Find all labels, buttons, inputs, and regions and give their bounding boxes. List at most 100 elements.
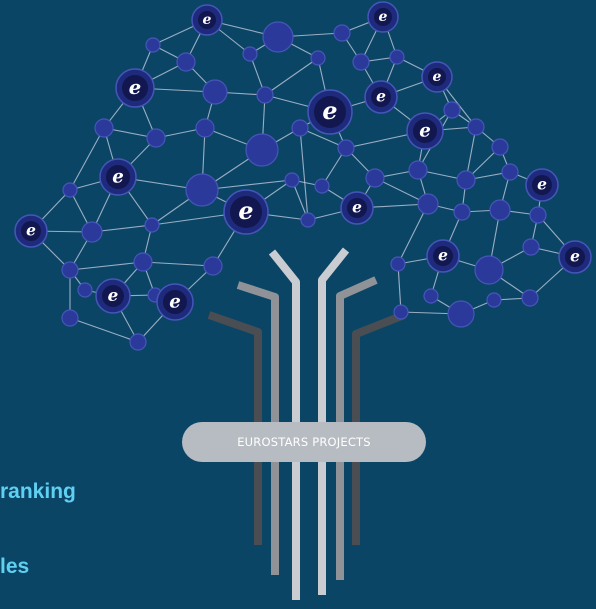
network-node: [284, 172, 300, 188]
network-node: [133, 252, 153, 272]
network-node: [185, 173, 219, 207]
network-node: [365, 168, 385, 188]
network-node: [256, 86, 274, 104]
svg-text:e: e: [169, 291, 181, 312]
eurostars-e-logo-icon: e: [95, 278, 131, 314]
network-node: [389, 49, 405, 65]
network-node: [61, 309, 79, 327]
network-node: [62, 182, 78, 198]
svg-text:e: e: [352, 199, 362, 217]
trunk-pipes: [207, 247, 406, 600]
network-edge: [299, 127, 309, 221]
trunk-pipe: [236, 281, 279, 575]
network-node: [61, 261, 79, 279]
svg-text:e: e: [322, 97, 337, 125]
network-node: [489, 199, 511, 221]
network-node: [129, 333, 147, 351]
network-node: [337, 139, 355, 157]
network-node: [195, 118, 215, 138]
projects-badge-label: EUROSTARS PROJECTS: [237, 435, 371, 449]
network-node: [522, 238, 540, 256]
network-node: [203, 256, 223, 276]
network-node: [145, 37, 161, 53]
network-node: [443, 101, 461, 119]
svg-text:e: e: [108, 285, 119, 305]
eurostars-e-logo-icon: e: [223, 189, 269, 235]
eurostars-e-logo-icon: e: [14, 214, 48, 248]
eurostars-e-logo-icon: e: [406, 112, 444, 150]
caption-ranking: ranking: [0, 480, 76, 503]
network-nodes: e e e e e e e e e e e e e e e e: [14, 1, 592, 351]
network-edge: [264, 57, 319, 96]
svg-text:e: e: [438, 247, 448, 265]
network-edge: [69, 127, 105, 191]
svg-text:e: e: [26, 222, 36, 240]
network-node: [352, 53, 370, 71]
svg-text:e: e: [112, 166, 124, 187]
network-node: [393, 304, 409, 320]
network-node: [314, 178, 330, 194]
network-node: [521, 289, 539, 307]
network-edge: [69, 261, 144, 271]
svg-text:e: e: [570, 248, 580, 266]
eurostars-e-logo-icon: e: [367, 1, 399, 33]
network-node: [408, 160, 428, 180]
trunk-pipe: [352, 311, 406, 545]
trunk-pipe: [268, 249, 300, 600]
network-edge: [69, 317, 139, 343]
eurostars-e-logo-icon: e: [558, 240, 592, 274]
network-node: [529, 206, 547, 224]
eurostars-e-logo-icon: e: [307, 89, 353, 135]
svg-text:e: e: [376, 88, 386, 106]
eurostars-e-logo-icon: e: [421, 61, 453, 93]
network-node: [467, 118, 485, 136]
eurostars-e-logo-icon: e: [99, 158, 137, 196]
eurostars-e-logo-icon: e: [191, 4, 223, 36]
network-node: [333, 24, 351, 42]
network-node: [202, 79, 228, 105]
svg-text:e: e: [537, 176, 547, 194]
network-node: [491, 138, 509, 156]
network-node: [417, 193, 439, 215]
projects-badge: [182, 422, 426, 462]
network-node: [94, 118, 114, 138]
network-node: [310, 50, 326, 66]
network-node: [262, 21, 294, 53]
svg-text:e: e: [238, 197, 253, 225]
network-node: [81, 221, 103, 243]
svg-text:e: e: [379, 9, 388, 25]
network-edge: [397, 263, 402, 313]
network-node: [176, 52, 196, 72]
trunk-pipe: [336, 276, 378, 580]
network-node: [447, 300, 475, 328]
network-edge: [142, 261, 214, 267]
network-node: [144, 217, 160, 233]
trunk-pipe: [207, 311, 262, 545]
network-node: [486, 292, 502, 308]
network-node: [390, 256, 406, 272]
eurostars-e-logo-icon: e: [156, 283, 194, 321]
svg-text:e: e: [203, 12, 212, 28]
network-node: [77, 282, 93, 298]
network-node: [291, 119, 309, 137]
network-node: [456, 170, 476, 190]
network-node: [453, 203, 471, 221]
caption-les: les: [0, 555, 30, 578]
eurostars-e-logo-icon: e: [426, 239, 460, 273]
network-node: [300, 212, 316, 228]
network-node: [474, 255, 504, 285]
eurostars-e-logo-icon: e: [364, 80, 398, 114]
eurostars-e-logo-icon: e: [115, 68, 155, 108]
network-node: [423, 288, 439, 304]
eurostars-e-logo-icon: e: [340, 191, 374, 225]
network-node: [242, 46, 258, 62]
network-edge: [397, 203, 429, 265]
svg-text:e: e: [129, 76, 141, 99]
svg-text:e: e: [433, 69, 442, 85]
network-node: [501, 163, 519, 181]
network-node: [146, 128, 166, 148]
svg-text:e: e: [419, 120, 431, 141]
network-node: [245, 133, 279, 167]
eurostars-e-logo-icon: e: [525, 168, 559, 202]
